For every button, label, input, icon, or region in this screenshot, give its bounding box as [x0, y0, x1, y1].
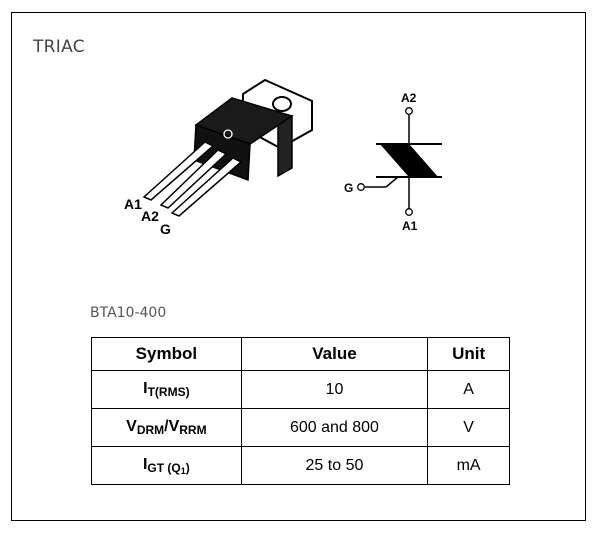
- symbol-subscript: RRM: [179, 423, 207, 437]
- triac-fill-right: [409, 144, 438, 177]
- symbol-subscript: GT (Q1): [147, 460, 190, 476]
- pin-label-a1: A1: [124, 196, 142, 212]
- pin-label-a2: A2: [141, 208, 159, 224]
- value-cell: 600 and 800: [240, 408, 429, 447]
- spec-table: Symbol Value Unit IT(RMS) 10 A VDRM/VRRM…: [91, 337, 510, 485]
- symbol-separator: /: [164, 418, 169, 435]
- gate-line-diagonal: [385, 176, 399, 188]
- figure-title: TRIAC: [33, 37, 85, 57]
- table-row: IT(RMS) 10 A: [91, 370, 510, 409]
- header-unit: Unit: [427, 337, 510, 371]
- triac-fill-left: [380, 144, 409, 177]
- symbol-cell: IGT (Q1): [91, 446, 242, 485]
- terminal-a1: [405, 208, 413, 216]
- body-hole: [223, 129, 233, 139]
- symbol-label-g: G: [344, 181, 353, 195]
- terminal-g: [357, 183, 365, 191]
- lead-a2: [159, 149, 228, 209]
- pin-label-g: G: [160, 221, 171, 237]
- symbol-subscript: T(RMS): [147, 385, 190, 399]
- symbol-sub-subscript: 1: [180, 465, 186, 476]
- unit-cell: mA: [427, 446, 510, 485]
- header-symbol: Symbol: [91, 337, 242, 371]
- unit-cell: V: [427, 408, 510, 447]
- symbol-label-a2: A2: [401, 91, 417, 105]
- to220-package: A1 A2 G: [124, 78, 313, 237]
- value-cell: 10: [240, 370, 429, 409]
- unit-cell: A: [427, 370, 510, 409]
- symbol-label-a1: A1: [402, 219, 418, 233]
- tab-hole: [272, 96, 292, 112]
- table-header-row: Symbol Value Unit: [91, 337, 510, 371]
- terminal-a2: [405, 107, 413, 115]
- symbol-main: V: [168, 418, 180, 435]
- symbol-main: I: [143, 380, 148, 397]
- package-leads: [142, 141, 243, 217]
- symbol-cell: IT(RMS): [91, 370, 242, 409]
- symbol-subscript-close: ): [185, 460, 190, 475]
- table-row: VDRM/VRRM 600 and 800 V: [91, 408, 510, 447]
- symbol-cell: VDRM/VRRM: [91, 408, 242, 447]
- lead-g: [170, 157, 243, 217]
- header-value: Value: [240, 337, 429, 371]
- part-number: BTA10-400: [90, 305, 167, 321]
- symbol-main: V: [126, 418, 137, 435]
- symbol-subscript: DRM: [136, 423, 165, 437]
- value-cell: 25 to 50: [240, 446, 429, 485]
- table-row: IGT (Q1) 25 to 50 mA: [91, 446, 510, 485]
- symbol-main: I: [142, 455, 148, 473]
- symbol-subscript-text: GT (Q: [147, 460, 181, 475]
- package-body-side: [277, 114, 293, 178]
- triac-schematic-symbol: A2 A1 G: [344, 91, 442, 233]
- lead-a1: [142, 141, 215, 201]
